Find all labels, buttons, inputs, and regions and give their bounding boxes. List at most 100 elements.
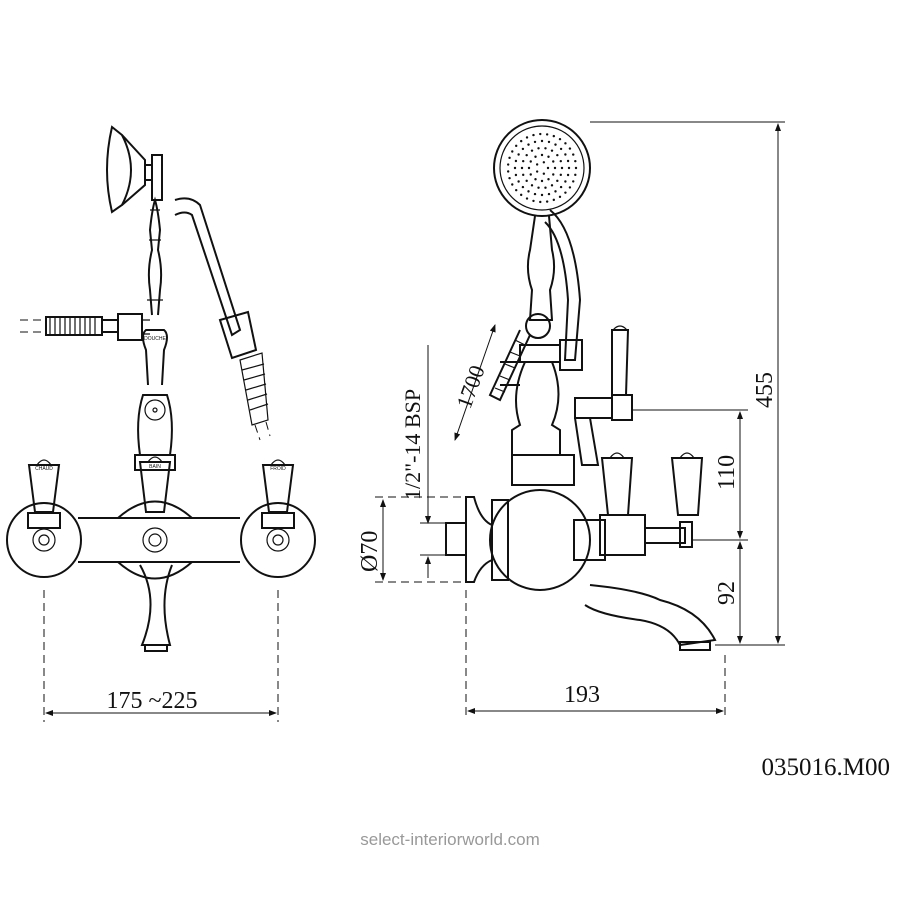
shower-hole: [559, 173, 562, 177]
shower-hole: [564, 153, 567, 156]
shower-hole: [558, 137, 562, 141]
shower-hole: [564, 142, 567, 145]
shower-hole: [553, 166, 557, 170]
shower-hole: [559, 185, 563, 189]
shower-hole: [544, 147, 547, 150]
shower-hole: [545, 133, 549, 136]
shower-hole: [534, 155, 537, 158]
shower-hole: [552, 134, 556, 138]
shower-hole: [534, 178, 537, 181]
shower-hole: [558, 195, 562, 199]
shower-hole: [547, 178, 550, 181]
shower-hole: [525, 153, 528, 157]
side-body: [489, 489, 591, 591]
shower-hole: [532, 133, 535, 137]
watermark: select-interiorworld.com: [360, 830, 540, 849]
shower-hole: [540, 193, 544, 197]
hot-label: CHAUD: [35, 466, 53, 472]
shower-hole: [564, 180, 567, 183]
shower-hole: [552, 173, 555, 176]
shower-hole: [574, 166, 578, 170]
spout-height: 92: [714, 581, 740, 605]
shower-hole: [554, 190, 557, 193]
shower-hole: [542, 172, 546, 175]
shower-hole: [532, 199, 535, 203]
shower-hole: [556, 179, 559, 183]
right-escutcheon: [240, 502, 316, 578]
shower-hole: [539, 200, 542, 204]
shower-hole: [530, 149, 534, 152]
width-dimension: 175 ~225: [107, 688, 198, 714]
hot-handle: CHAUD: [27, 459, 61, 513]
shower-hole: [542, 161, 546, 164]
shower-hole: [522, 159, 525, 163]
shower-hole: [540, 139, 544, 143]
shower-hole: [508, 176, 511, 180]
bath-handle: BAIN: [138, 456, 172, 513]
shower-hole: [544, 186, 547, 189]
shower-hole: [540, 153, 544, 157]
shower-hole: [568, 186, 572, 189]
side-handle-2: [670, 457, 704, 516]
shower-hole: [550, 149, 554, 152]
shower-hole: [535, 170, 539, 173]
shower-hole: [550, 184, 554, 187]
shower-hole: [506, 170, 510, 173]
shower-hose-left: [20, 316, 118, 336]
shower-hole: [533, 192, 537, 196]
shower-hole: [552, 160, 555, 163]
part-number: 035016.M00: [762, 754, 890, 781]
shower-head: [493, 119, 591, 217]
shower-hole: [547, 140, 551, 144]
shower-hole: [539, 132, 542, 136]
shower-hole: [521, 147, 525, 151]
shower-hole: [556, 153, 559, 157]
left-escutcheon: [6, 502, 82, 578]
shower-hole: [535, 163, 539, 166]
side-escutcheon: [465, 496, 493, 583]
shower-hole: [559, 159, 562, 163]
side-spout: [584, 584, 717, 647]
shower-hole: [560, 166, 564, 170]
bath-label: BAIN: [149, 464, 161, 470]
thread-spec: 1/2"-14 BSP: [400, 389, 425, 500]
shower-hole: [566, 159, 570, 163]
shower-hole: [511, 150, 514, 153]
cold-label: FROID: [270, 466, 286, 472]
front-spout: [139, 564, 173, 646]
shower-hole: [574, 173, 577, 177]
shower-hole: [515, 188, 518, 192]
mixer-body: [78, 517, 240, 563]
shower-hole: [514, 173, 518, 177]
shower-head-holes: [506, 132, 578, 204]
shower-hole: [545, 200, 549, 203]
shower-hole: [552, 198, 556, 202]
shower-hole: [517, 180, 520, 183]
depth-dimension: 193: [564, 682, 600, 708]
shower-hole: [546, 166, 550, 170]
shower-hole: [506, 163, 510, 166]
shower-hole: [540, 179, 544, 183]
shower-hole: [522, 173, 525, 177]
escutcheon-diameter: Ø70: [357, 531, 383, 572]
shower-hole: [529, 160, 532, 163]
shower-hole: [547, 155, 550, 158]
handle-height: 110: [714, 455, 740, 490]
shower-hole: [508, 156, 511, 160]
shower-hole: [513, 166, 517, 170]
diverter-handle: [611, 329, 630, 396]
shower-hole: [530, 184, 534, 187]
shower-hole: [572, 180, 575, 183]
shower-hole: [517, 153, 520, 156]
side-view: Ø70 1/2"-14 BSP 1700 193 455 110 92: [357, 119, 785, 720]
shower-hole: [568, 147, 572, 150]
shower-hole: [520, 166, 524, 170]
shower-hole: [572, 153, 575, 156]
front-view: CHAUD BAIN FROID DOUCHE: [6, 125, 316, 722]
shower-hole: [521, 185, 525, 189]
total-height: 455: [752, 372, 778, 408]
shower-hole: [547, 192, 551, 196]
shower-hole: [527, 190, 530, 193]
